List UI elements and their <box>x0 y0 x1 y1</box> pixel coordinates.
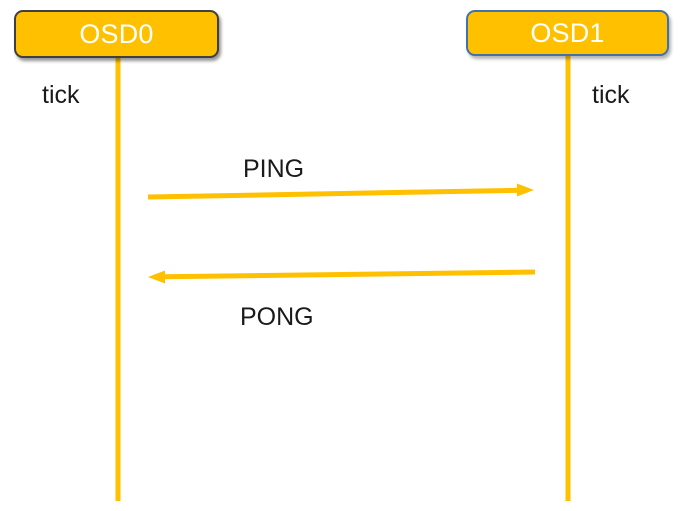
message-arrow-ping <box>147 183 534 200</box>
participant-label-osd0: OSD0 <box>79 18 154 49</box>
self-event-label-tick-osd1: tick <box>592 81 630 109</box>
message-label-ping: PING <box>243 155 305 183</box>
participant-label-osd1: OSD1 <box>530 17 605 48</box>
message-label-pong: PONG <box>240 303 314 331</box>
message-arrow-pong <box>148 269 536 284</box>
participant-box-osd0[interactable]: OSD0 <box>14 10 219 58</box>
self-event-label-tick-osd0: tick <box>42 81 80 109</box>
participant-box-osd1[interactable]: OSD1 <box>466 10 669 56</box>
